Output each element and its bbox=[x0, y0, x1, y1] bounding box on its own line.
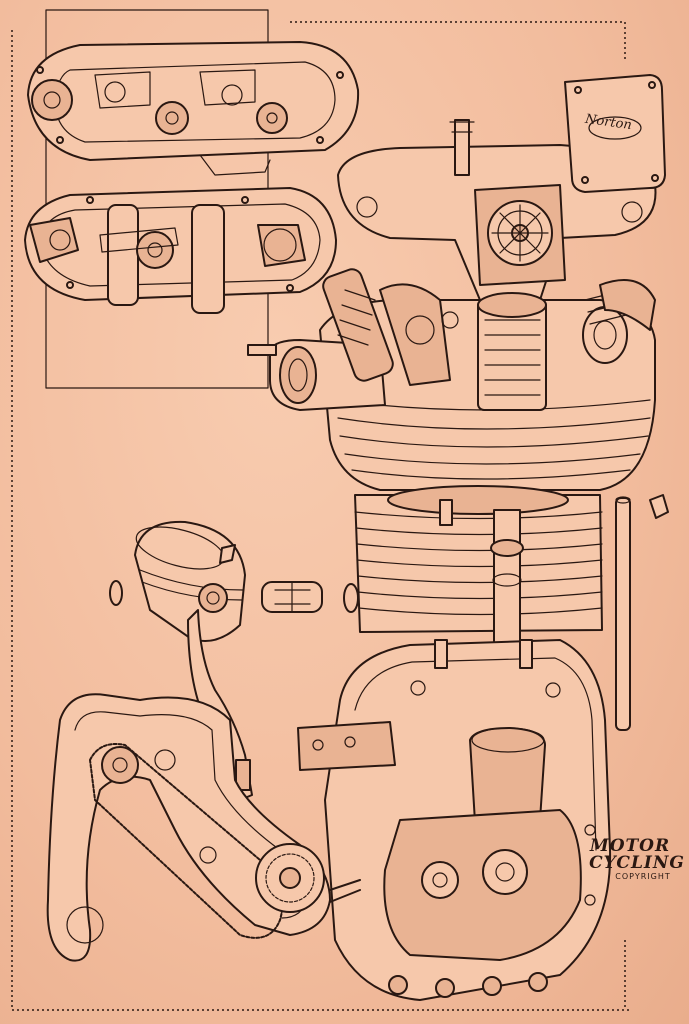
circlip-right bbox=[343, 583, 359, 613]
circlip-left bbox=[109, 580, 123, 606]
credit-line-2: CYCLING bbox=[589, 853, 685, 873]
norton-badge-plate bbox=[564, 74, 666, 193]
credit-copyright: COPYRIGHT bbox=[615, 872, 671, 881]
small-nut bbox=[649, 494, 669, 519]
credit-line-1: MOTOR bbox=[589, 836, 671, 856]
motor-cycling-credit: MOTOR CYCLING COPYRIGHT bbox=[575, 836, 685, 882]
cylinder-barrel bbox=[354, 485, 603, 661]
vertical-rod bbox=[615, 494, 669, 731]
cylinder-head bbox=[247, 268, 656, 491]
piston-assembly bbox=[134, 520, 253, 801]
border-top bbox=[290, 21, 626, 60]
timing-cover-lower bbox=[24, 187, 337, 314]
border-left-bottom bbox=[11, 30, 630, 1011]
rocker-cover-upper bbox=[27, 41, 360, 176]
crankcase bbox=[297, 639, 612, 1001]
primary-chaincase bbox=[46, 693, 331, 962]
